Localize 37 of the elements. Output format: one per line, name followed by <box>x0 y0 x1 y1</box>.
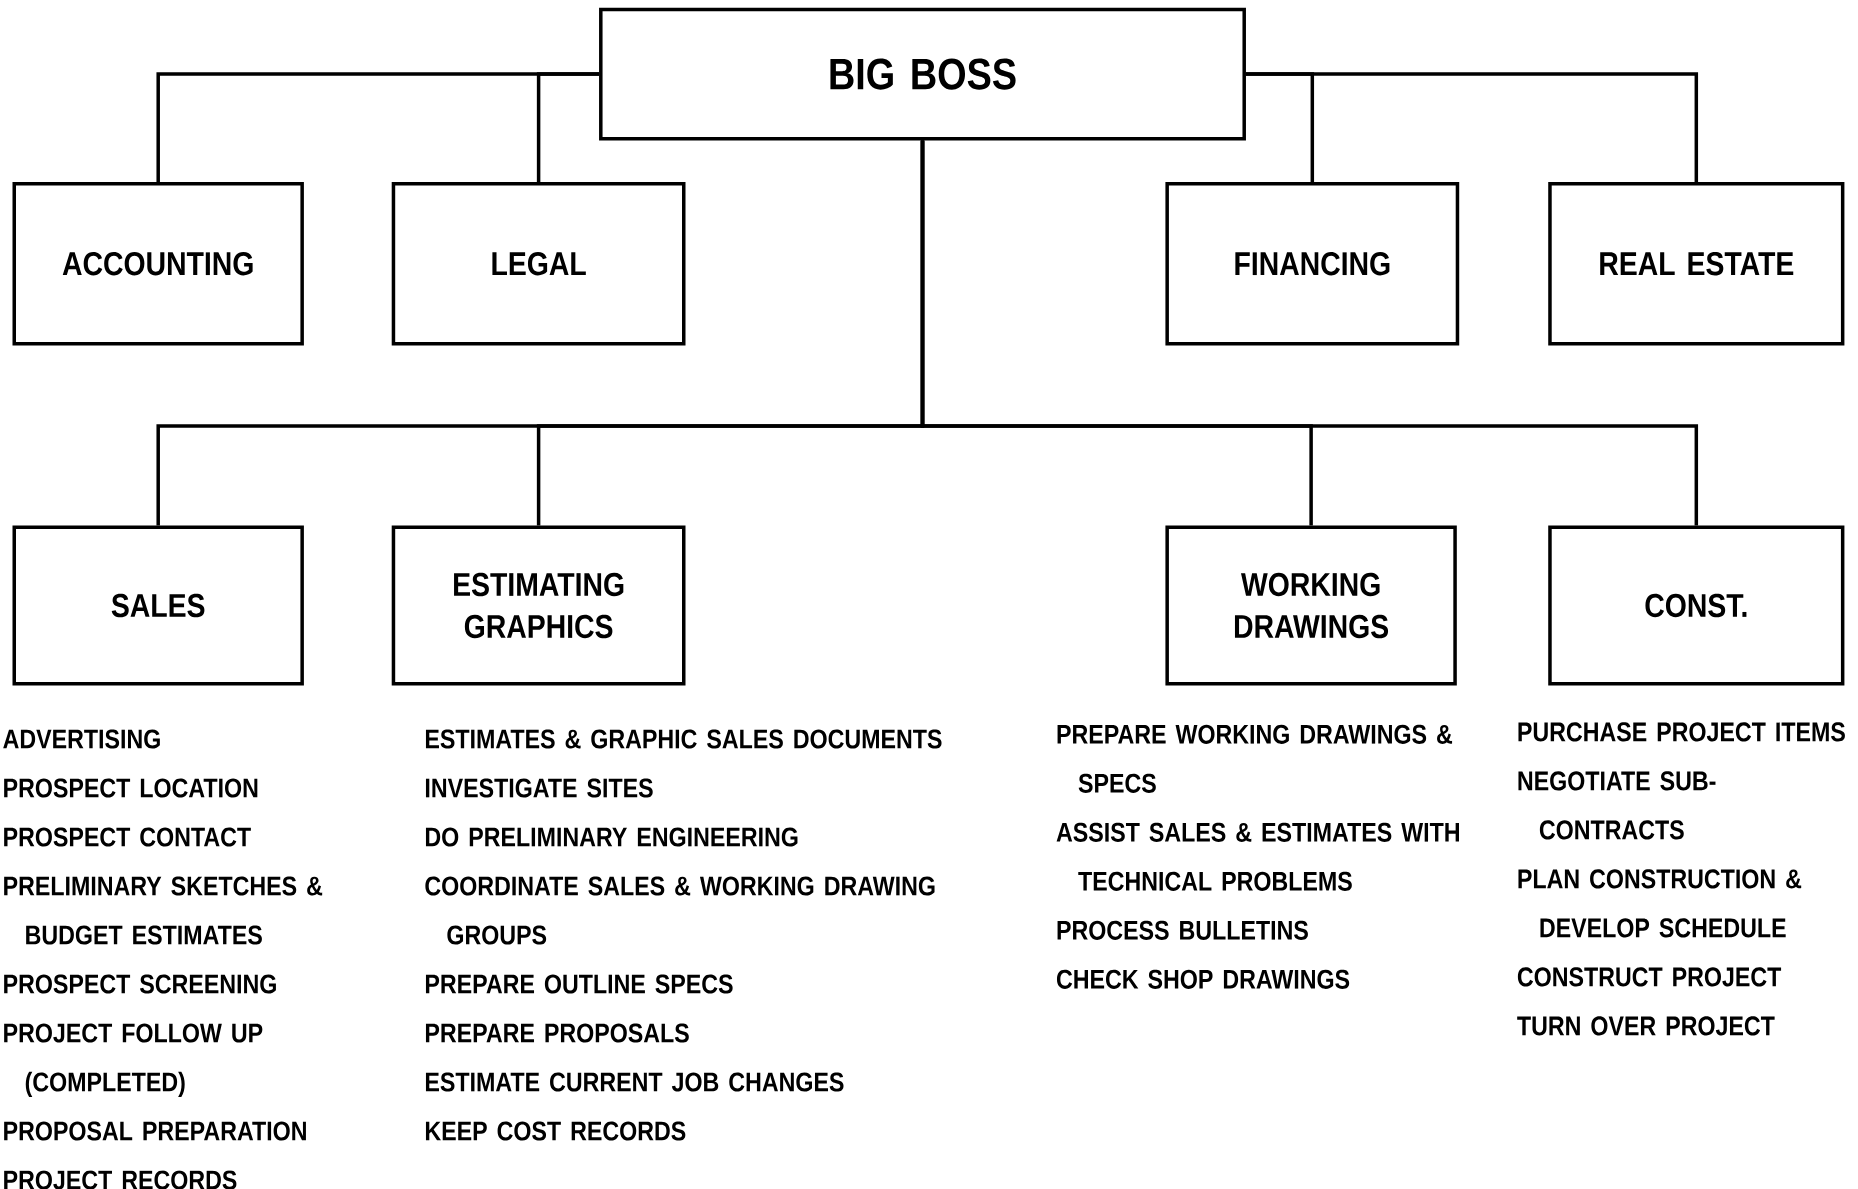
task-item: NEGOTIATE SUB-CONTRACTS <box>1518 771 1716 840</box>
department-box: LEGAL <box>391 181 686 346</box>
task-item: DO PRELIMINARY ENGINEERING <box>425 827 798 847</box>
task-item: PREPARE OUTLINE SPECS <box>425 974 733 994</box>
task-item: COORDINATE SALES & WORKING DRAWING GROUPS <box>425 876 935 945</box>
task-item: PROCESS BULLETINS <box>1057 920 1308 940</box>
task-item: INVESTIGATE SITES <box>425 778 653 798</box>
task-item: PROPOSAL PREPARATION <box>4 1121 306 1141</box>
department-box: ESTIMATING GRAPHICS <box>391 525 686 686</box>
connector-line <box>1245 72 1699 182</box>
task-item: CONSTRUCT PROJECT <box>1517 967 1782 987</box>
task-item: ESTIMATES & GRAPHIC SALES DOCUMENTS <box>425 729 942 749</box>
task-item: PROSPECT SCREENING <box>4 974 276 994</box>
department-box: FINANCING <box>1165 181 1460 346</box>
task-item: PREPARE WORKING DRAWINGS & SPECS <box>1057 724 1453 793</box>
task-item: CHECK SHOP DRAWINGS <box>1056 969 1350 989</box>
task-item: ESTIMATE CURRENT JOB CHANGES <box>425 1072 844 1092</box>
task-item: PRELIMINARY SKETCHES & BUDGET ESTIMATES <box>4 876 323 945</box>
task-item: ADVERTISING <box>3 729 160 749</box>
department-box: REAL ESTATE <box>1548 181 1845 346</box>
task-item: KEEP COST RECORDS <box>425 1121 686 1141</box>
department-box: SALES <box>12 525 304 686</box>
task-item: PROJECT FOLLOW UP (COMPLETED) <box>4 1023 263 1097</box>
department-box: ACCOUNTING <box>12 181 304 346</box>
task-item: TURN OVER PROJECT <box>1517 1016 1775 1036</box>
department-box: WORKING DRAWINGS <box>1165 525 1457 686</box>
task-item: PROSPECT CONTACT <box>4 827 251 847</box>
task-item: PROJECT RECORDS <box>4 1170 237 1189</box>
task-item: PROSPECT LOCATION <box>4 778 258 798</box>
connector-line <box>920 140 1699 526</box>
connector-line <box>536 72 600 182</box>
department-box: CONST. <box>1548 525 1845 686</box>
task-item: PREPARE PROPOSALS <box>425 1023 689 1043</box>
task-item: PURCHASE PROJECT ITEMS <box>1518 722 1845 742</box>
department-box: BIG BOSS <box>599 7 1246 141</box>
task-item: ASSIST SALES & ESTIMATES WITH TECHNICAL PROBLEMS <box>1056 822 1459 891</box>
task-item: PLAN CONSTRUCTION & DEVELOP SCHEDULE <box>1518 869 1802 938</box>
